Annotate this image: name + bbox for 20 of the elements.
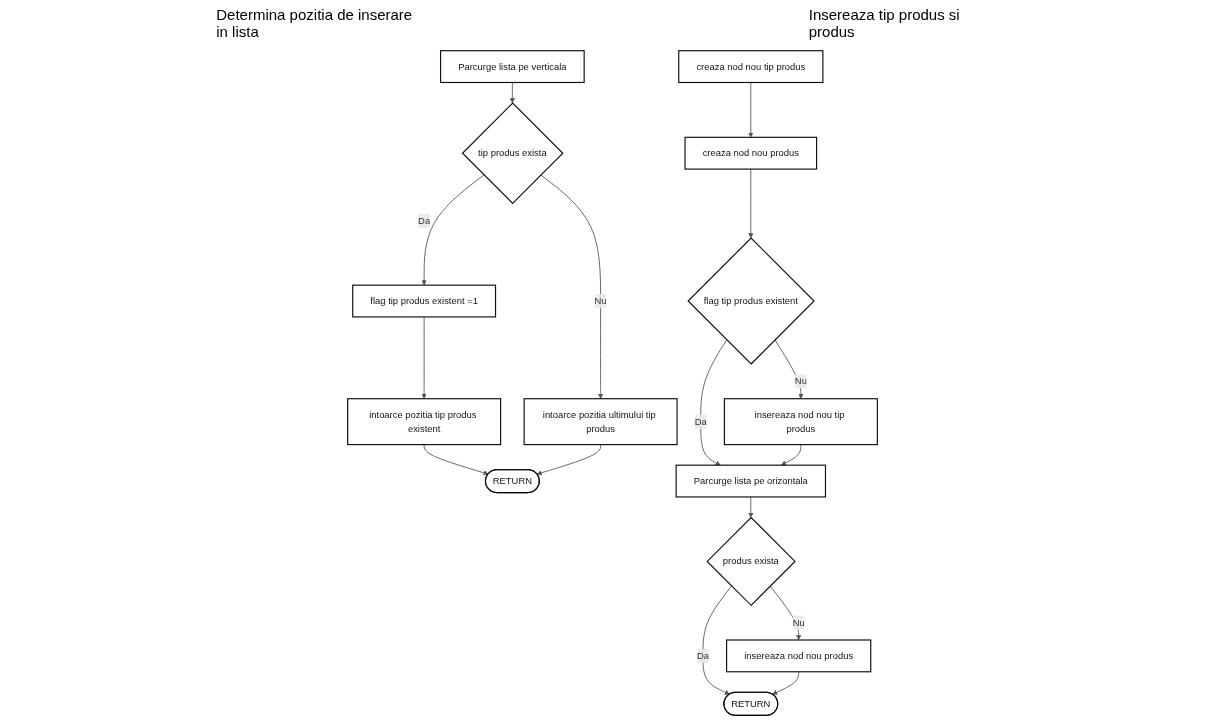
node-box: creaza nod nou tip produs: [678, 50, 824, 84]
note-text: Determina pozitia de inserare in lista: [216, 6, 414, 40]
node-box: insereaza nod nou tip produs: [723, 398, 878, 446]
note-text: Insereaza tip produs si produs: [808, 6, 961, 40]
node-box: insereaza nod nou produs: [726, 639, 872, 673]
node-box: flag tip produs existent =1: [352, 284, 497, 318]
node-box: creaza nod nou produs: [684, 136, 818, 170]
node-diamond: flag tip produs existent: [687, 237, 815, 365]
node-diamond: produs exista: [706, 516, 796, 607]
node-diamond: tip produs exista: [461, 102, 564, 205]
edge-label: Da: [694, 416, 707, 427]
edge-label: Nu: [794, 376, 807, 387]
edge-label: Da: [696, 650, 709, 661]
node-box: Parcurge lista pe verticala: [440, 50, 585, 84]
node-box: intoarce pozitia tip produs existent: [347, 398, 502, 446]
node-box: Parcurge lista pe orizontala: [675, 464, 827, 498]
edge-label: Da: [418, 215, 431, 226]
edge-label: Nu: [594, 295, 607, 306]
edge-label: Nu: [792, 617, 805, 628]
node-box: intoarce pozitia ultimului tip produs: [523, 398, 678, 446]
